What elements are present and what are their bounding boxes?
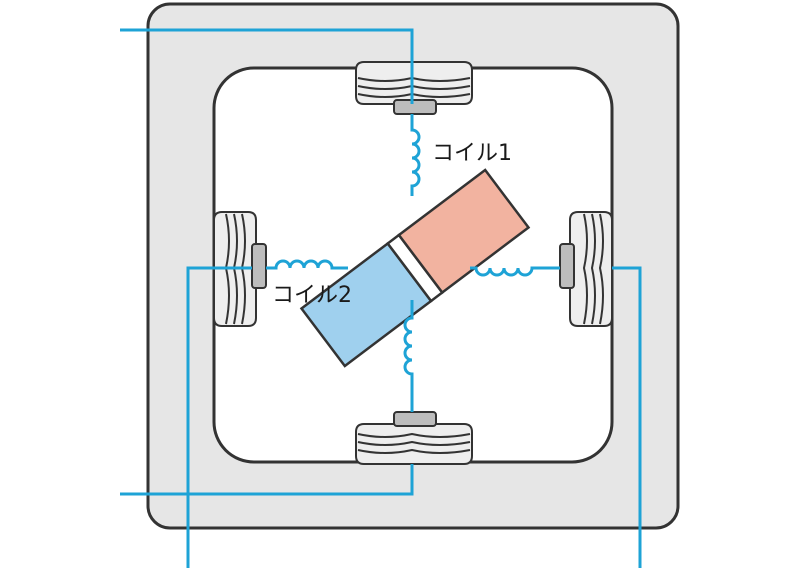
- coil-1-wiring: [120, 28, 421, 496]
- stator-pole-bottom: [355, 411, 473, 465]
- rotor-south-half: [397, 168, 531, 295]
- coil-2-label: コイル2: [272, 283, 352, 308]
- stator-pole-right: [559, 211, 613, 327]
- coil-2-wiring: [186, 259, 642, 568]
- rotor-magnet: [299, 168, 531, 368]
- coil-1-label: コイル1: [432, 141, 512, 166]
